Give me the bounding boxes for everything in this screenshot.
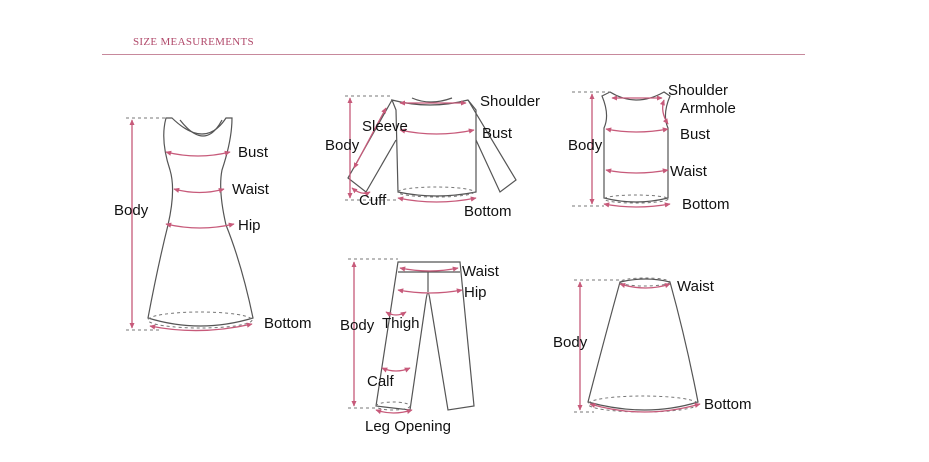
skirt-waist-label: Waist [677, 278, 715, 295]
vest-body-label: Body [568, 137, 603, 154]
dress-waist-measure-line [173, 187, 225, 194]
shirt-sleeve-measure-line [353, 107, 387, 169]
dress-waist-label: Waist [232, 181, 270, 198]
skirt-waist-measure-line [619, 283, 671, 289]
dress-hem-ellipse [147, 311, 253, 329]
pants-thigh-label: Thigh [382, 315, 420, 332]
pants-calf-measure-line [381, 367, 411, 373]
vest-shoulder-label: Shoulder [668, 82, 728, 99]
pants-hip-measure-line [397, 288, 463, 294]
shirt-bottom-measure-line [397, 196, 477, 203]
shirt-bottom-label: Bottom [464, 203, 512, 220]
pants-leg-opening-measure-line [375, 409, 413, 415]
pants-calf-label: Calf [367, 373, 395, 390]
page-title: SIZE MEASUREMENTS [133, 36, 254, 48]
vest-armhole-label: Armhole [680, 100, 736, 117]
dress-diagram: Bust Waist Hip Body Bottom [114, 117, 312, 332]
dress-bottom-label: Bottom [264, 315, 312, 332]
shirt-bust-measure-line [399, 128, 475, 135]
dress-body-label: Body [114, 202, 149, 219]
pants-diagram: Waist Hip Body Thigh Calf Leg Opening [340, 258, 500, 435]
shirt-cuff-label: Cuff [359, 192, 387, 209]
dress-hip-measure-line [165, 222, 235, 229]
vest-bottom-measure-line [603, 202, 671, 208]
shirt-body-outline [391, 99, 477, 197]
pants-hip-label: Hip [464, 284, 487, 301]
skirt-bottom-label: Bottom [704, 396, 752, 413]
dress-outline [147, 117, 254, 327]
shirt-cuff-measure-line [351, 187, 371, 197]
shirt-right-sleeve [467, 99, 517, 193]
vest-bottom-label: Bottom [682, 196, 730, 213]
skirt-diagram: Waist Body Bottom [553, 277, 752, 413]
pants-waist-measure-line [399, 266, 459, 272]
pants-thigh-measure-line [385, 311, 407, 317]
header-divider [102, 54, 805, 55]
dress-bust-label: Bust [238, 144, 269, 161]
skirt-body-label: Body [553, 334, 588, 351]
skirt-outline [587, 278, 699, 411]
vest-diagram: Shoulder Armhole Bust Body Waist Bottom [568, 82, 736, 213]
shirt-diagram: Shoulder Sleeve Bust Body Cuff Bottom [325, 93, 540, 220]
vest-waist-measure-line [605, 168, 669, 174]
pants-left-cuff-ellipse [375, 401, 411, 411]
dress-neckline [179, 119, 223, 137]
dress-bust-measure-line [165, 150, 231, 157]
dress-hip-label: Hip [238, 217, 261, 234]
vest-bust-measure-line [605, 127, 669, 133]
vest-armhole-measure-line [659, 99, 669, 125]
dress-bottom-measure-line [149, 322, 253, 332]
shirt-collar [411, 97, 453, 103]
pants-body-label: Body [340, 317, 375, 334]
shirt-bust-label: Bust [482, 125, 513, 142]
pants-leg-opening-label: Leg Opening [365, 418, 451, 435]
vest-waist-label: Waist [670, 163, 708, 180]
shirt-body-label: Body [325, 137, 360, 154]
shirt-shoulder-label: Shoulder [480, 93, 540, 110]
vest-bust-label: Bust [680, 126, 711, 143]
vest-outline [601, 91, 671, 203]
skirt-bottom-measure-line [589, 402, 701, 413]
pants-waist-label: Waist [462, 263, 500, 280]
shirt-sleeve-label: Sleeve [362, 118, 408, 135]
